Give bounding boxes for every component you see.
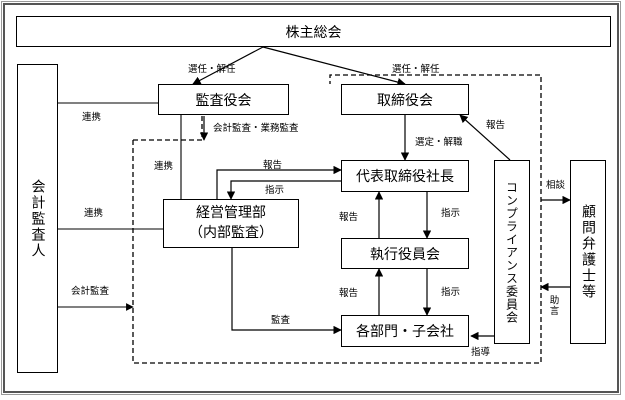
label-consult: 相談 <box>546 180 566 191</box>
label-guidance: 指導 <box>471 347 491 358</box>
label-cooperation-top: 連携 <box>82 112 102 123</box>
label-cooperation-left: 連携 <box>84 208 104 219</box>
label-accounting-audit: 会計監査 <box>71 286 110 297</box>
arrow-report-to-board <box>459 114 511 161</box>
node-compliance-committee: コンプライアンス委員会 <box>494 160 530 344</box>
label-report-to-board: 報告 <box>486 120 506 131</box>
arrow-instruct-president-mgmt <box>226 180 341 200</box>
label-audit: 監査 <box>271 315 291 326</box>
node-executive-officers: 執行役員会 <box>341 238 469 269</box>
label-instruct-president-exec: 指示 <box>441 208 461 219</box>
label-accounting-business-audit: 会計監査・業務監査 <box>213 123 299 134</box>
node-shareholders-meeting: 株主総会 <box>16 16 611 47</box>
diagram-frame <box>1 1 621 395</box>
label-report-div-exec: 報告 <box>339 288 359 299</box>
label-report-mgmt-president: 報告 <box>263 160 283 171</box>
arrow-appoint-audit <box>192 46 264 85</box>
node-president: 代表取締役社長 <box>341 160 469 192</box>
node-audit-board: 監査役会 <box>158 84 289 115</box>
label-select-dismiss: 選定・解職 <box>415 137 463 148</box>
label-report-exec-president: 報告 <box>339 212 359 223</box>
arrow-report-mgmt-president <box>216 165 342 199</box>
label-instruct-exec-div: 指示 <box>441 287 461 298</box>
arrow-appoint-board <box>262 46 406 87</box>
label-advice: 助言 <box>547 295 559 316</box>
node-legal-advisors: 顧問弁護士等 <box>570 160 606 344</box>
label-appoint-dismiss-audit: 選任・解任 <box>188 64 236 75</box>
arrow-audit <box>231 248 342 335</box>
node-divisions-subsidiaries: 各部門・子会社 <box>341 315 469 347</box>
node-accounting-auditor: 会計監査人 <box>17 64 58 373</box>
label-instruct-mgmt: 指示 <box>265 185 285 196</box>
node-board-of-directors: 取締役会 <box>341 84 469 115</box>
label-cooperation-mid: 連携 <box>154 161 174 172</box>
node-management-dept: 経営管理部 （内部監査） <box>163 199 299 248</box>
label-appoint-dismiss-board: 選任・解任 <box>392 64 440 75</box>
